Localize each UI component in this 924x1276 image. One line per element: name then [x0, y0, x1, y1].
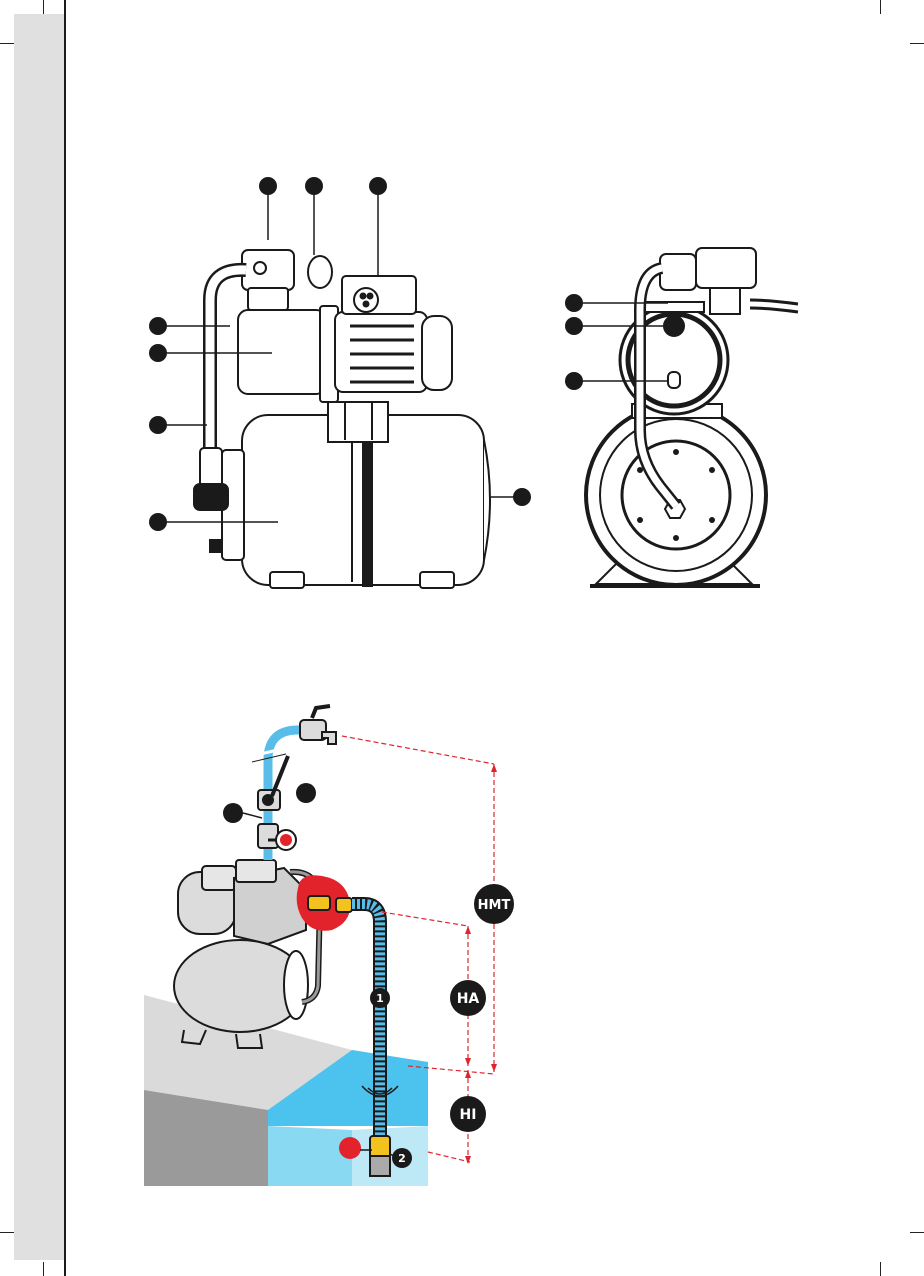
callout-dot [369, 177, 387, 195]
gauge-port [308, 256, 332, 288]
priming-plug [664, 316, 684, 336]
callout-dot [565, 317, 583, 335]
installation-diagram: 1 2 HMT HA HI [144, 706, 514, 1186]
tap-icon [300, 706, 336, 744]
callout-dot [149, 416, 167, 434]
drain-plug [668, 372, 680, 388]
pump-side-view [194, 250, 490, 588]
tank-foot [270, 572, 304, 588]
filter-highlight [339, 1137, 361, 1159]
inlet-fitting [308, 896, 330, 910]
motor-fan-cover [422, 316, 452, 390]
callout-dot [149, 513, 167, 531]
pump-front-view [586, 248, 798, 586]
front-view-callout-dots [565, 294, 583, 390]
filter-marker-label: 2 [398, 1152, 406, 1165]
callout-dot [296, 783, 316, 803]
pressure-switch-front [696, 248, 756, 288]
callout-dot [565, 294, 583, 312]
tank-foot [420, 572, 454, 588]
hmt-label: HMT [478, 898, 511, 913]
callout-dot [305, 177, 323, 195]
foot-valve [370, 1136, 390, 1158]
hi-label: HI [460, 1107, 477, 1123]
motor-housing [335, 312, 427, 392]
pump-body [238, 310, 326, 394]
pump-bracket [328, 402, 388, 442]
terminal-box [342, 276, 416, 314]
hose-marker-label: 1 [376, 992, 384, 1005]
callout-dot [259, 177, 277, 195]
callout-dot [149, 317, 167, 335]
ball-valve-icon [258, 756, 288, 810]
ha-label: HA [457, 991, 480, 1007]
tank-end-cap [484, 440, 490, 560]
callout-dot [149, 344, 167, 362]
pressure-switch [242, 250, 294, 290]
callout-dot [513, 488, 531, 506]
callout-dot [223, 803, 243, 823]
callout-dot [565, 372, 583, 390]
well-water-left [268, 1126, 352, 1186]
check-valve [258, 824, 278, 848]
